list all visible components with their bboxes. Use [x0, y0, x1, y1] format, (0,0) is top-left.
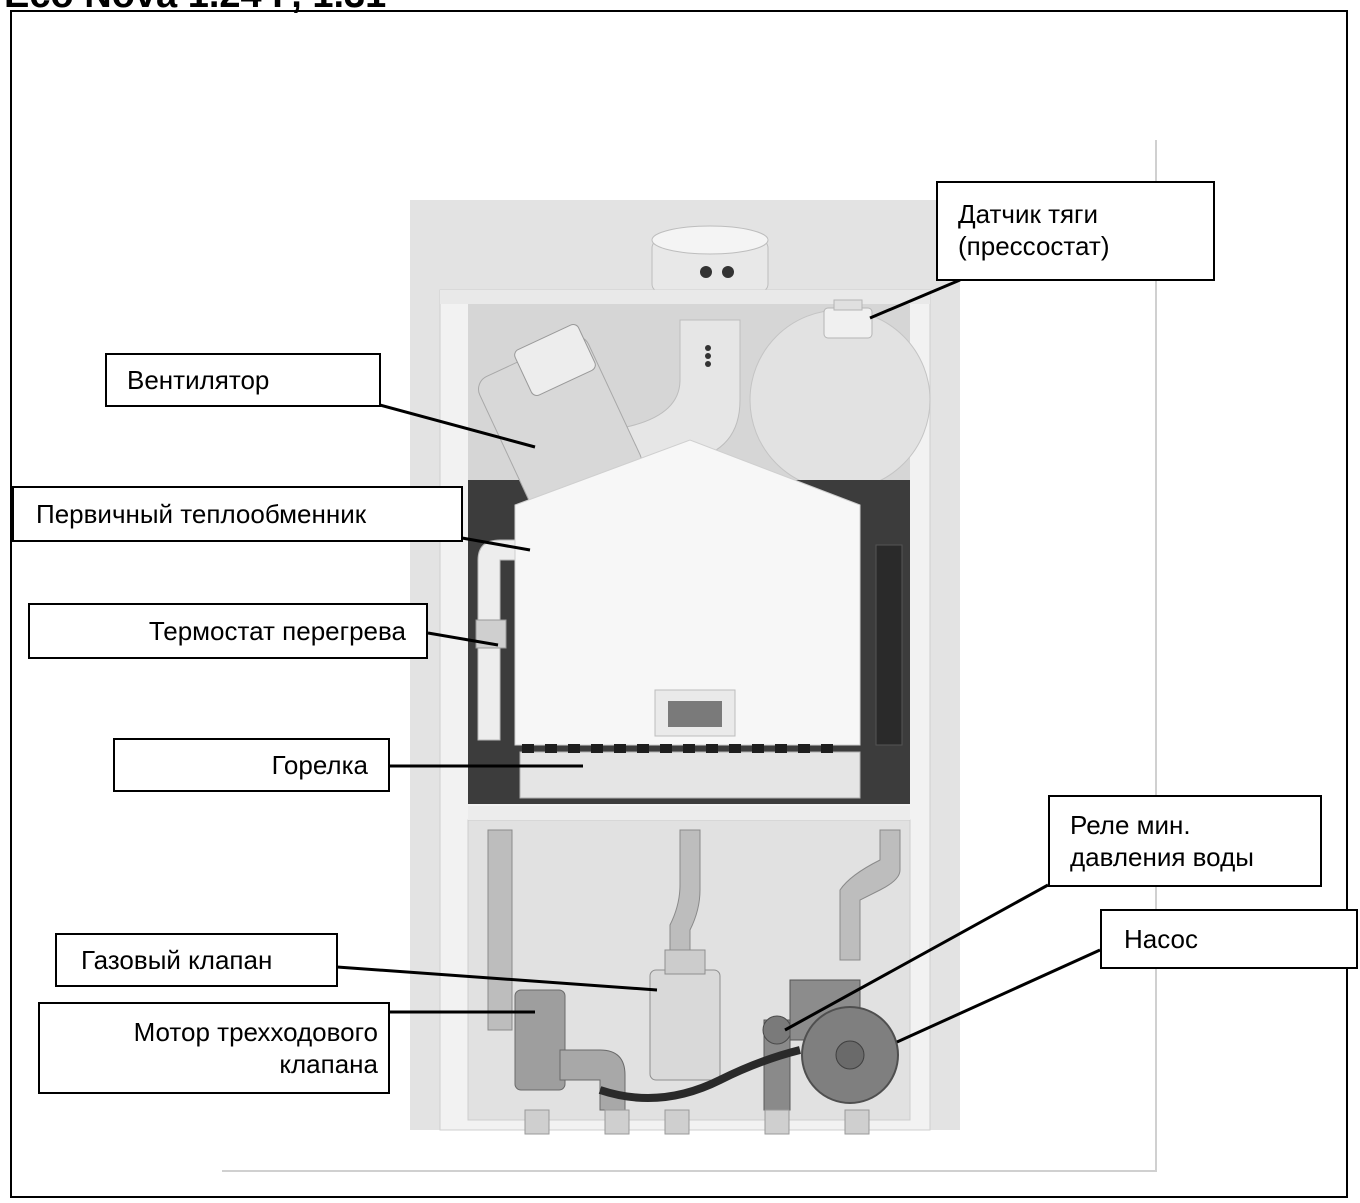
leader-heat-exchanger — [461, 536, 531, 552]
label-three-way-valve-motor: Мотор трехходового клапана — [38, 1002, 390, 1094]
leader-gas-valve — [336, 965, 658, 992]
draft-sensor-illustration — [823, 299, 873, 339]
leader-pump — [896, 948, 1101, 1044]
heat-exchanger-body — [514, 439, 861, 746]
gas-valve-top — [664, 949, 706, 975]
fan-illustration — [478, 324, 642, 515]
leader-draft-sensor — [869, 278, 961, 320]
lower-divider — [468, 806, 910, 820]
burner-nozzles — [522, 744, 833, 753]
right-pipe — [875, 544, 903, 746]
page-title: Eco Nova 1.24 F, 1.31 — [4, 0, 386, 17]
leader-pressure-relay — [784, 883, 1049, 1032]
leader-fan — [379, 403, 536, 449]
cable — [598, 1046, 801, 1102]
label-pump: Насос — [1100, 909, 1358, 969]
flue-top — [651, 225, 769, 255]
casing-top-rail — [440, 290, 930, 304]
label-gas-valve: Газовый клапан — [55, 933, 338, 987]
pipe-left-vertical — [487, 829, 513, 1031]
label-min-water-pressure-relay: Реле мин. давления воды — [1048, 795, 1322, 887]
pipe-right — [839, 829, 901, 961]
pump-cap — [835, 1040, 865, 1070]
diagram-frame — [10, 10, 1348, 1198]
inspection-window — [668, 701, 722, 727]
label-burner: Горелка — [113, 738, 390, 792]
label-primary-heat-exchanger: Первичный теплообменник — [12, 486, 463, 542]
leader-lines — [336, 278, 1101, 1044]
burner-body — [519, 751, 861, 799]
flue-port-right — [722, 266, 734, 278]
gas-valve-body — [649, 969, 721, 1081]
flue-port-left — [700, 266, 712, 278]
three-way-valve-body — [514, 989, 566, 1091]
leader-overheat-thermostat — [427, 631, 499, 647]
label-overheat-thermostat: Термостат перегрева — [28, 603, 428, 659]
bottom-connections — [524, 1109, 870, 1135]
label-draft-sensor: Датчик тяги (прессостат) — [936, 181, 1215, 281]
label-fan: Вентилятор — [105, 353, 381, 407]
